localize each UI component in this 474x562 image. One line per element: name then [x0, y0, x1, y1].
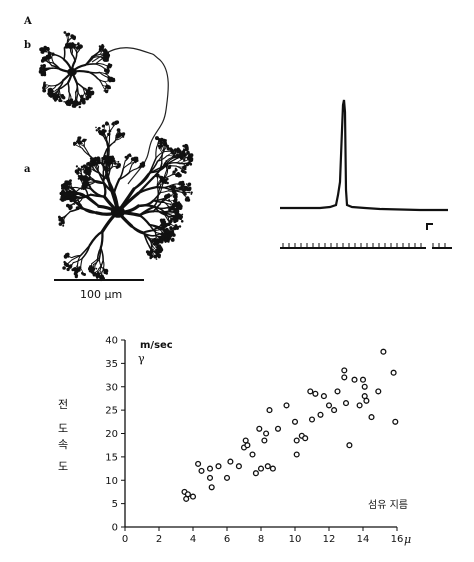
data-point: [261, 437, 268, 444]
y-tick-label: 0: [112, 523, 118, 534]
data-point: [331, 407, 338, 414]
x-axis: 0 2 4 6 8 10 12 14 16: [122, 526, 404, 545]
y-tick-label: 25: [105, 406, 118, 417]
data-point: [283, 402, 290, 409]
data-point: [206, 465, 214, 472]
data-point: [308, 416, 316, 423]
data-point: [351, 376, 358, 383]
calibration-mark: [426, 223, 433, 230]
data-point: [342, 400, 350, 407]
data-point: [368, 414, 375, 421]
data-point: [227, 458, 234, 465]
x-tick-label: 14: [357, 534, 370, 545]
data-point: [198, 467, 205, 474]
y-unit-label: m/sec: [140, 340, 173, 351]
data-point: [184, 491, 191, 498]
data-point: [252, 470, 259, 477]
y-tick-label: 15: [105, 452, 118, 463]
data-point: [325, 402, 333, 409]
data-point: [356, 402, 363, 409]
data-point: [208, 484, 215, 491]
data-point: [317, 411, 324, 418]
scale-bar-label: 100 μm: [80, 288, 122, 301]
data-point: [361, 383, 368, 390]
data-point: [266, 407, 273, 414]
y-tick-label: 20: [105, 429, 118, 440]
y-title-char: 속: [58, 438, 68, 451]
data-point: [341, 367, 348, 374]
small-neuron-b: [38, 31, 116, 109]
data-point: [341, 374, 348, 381]
panel-label-a: a: [24, 164, 31, 175]
y-tick-label: 40: [105, 336, 118, 347]
data-point: [263, 430, 270, 437]
data-point: [359, 376, 367, 383]
data-point: [334, 388, 341, 395]
y-title-char: 전: [58, 398, 68, 411]
data-point: [320, 393, 327, 400]
y-symbol-label: γ: [138, 352, 145, 365]
data-points: [181, 348, 399, 502]
data-point: [307, 388, 314, 395]
y-tick-label: 35: [105, 359, 118, 370]
data-point: [269, 465, 276, 472]
x-tick-label: 0: [122, 534, 128, 545]
data-point: [312, 390, 319, 397]
data-point: [223, 474, 231, 481]
data-point: [363, 397, 370, 404]
spike-trace: [280, 99, 448, 212]
data-point: [380, 348, 387, 355]
data-point: [189, 493, 197, 500]
data-point: [244, 442, 251, 449]
y-title-char: 도: [58, 460, 68, 473]
data-point: [215, 463, 222, 470]
panel-label-A: A: [23, 16, 32, 27]
data-point: [390, 369, 397, 376]
y-title-char: 도: [58, 422, 68, 435]
data-point: [195, 460, 202, 467]
data-point: [375, 388, 382, 395]
data-point: [264, 463, 271, 470]
action-potential-trace: [280, 99, 452, 249]
data-point: [256, 425, 263, 432]
x-tick-label: 2: [156, 534, 162, 545]
scatter-chart: 0 5 10 15 20 25 30 35 40 0 2 4 6 8 10 12 14 16 m/sec γ 전…: [58, 336, 411, 547]
neuron-illustration: A b a 100 μm: [23, 16, 194, 301]
panel-label-b: b: [24, 40, 31, 51]
x-unit-label: μ: [404, 533, 411, 546]
data-point: [293, 437, 300, 444]
data-point: [293, 451, 300, 458]
y-tick-label: 10: [105, 476, 118, 487]
data-point: [274, 425, 282, 432]
data-point: [291, 418, 299, 425]
large-neuron-a: [58, 120, 194, 282]
x-tick-label: 12: [323, 534, 336, 545]
data-point: [257, 465, 265, 472]
x-tick-label: 16: [391, 534, 404, 545]
y-tick-label: 5: [112, 499, 118, 510]
x-tick-label: 6: [224, 534, 230, 545]
data-point: [235, 463, 242, 470]
time-marker-ticks: [282, 243, 446, 248]
x-tick-label: 8: [258, 534, 264, 545]
x-tick-label: 4: [190, 534, 196, 545]
data-point: [249, 451, 256, 458]
data-point: [392, 418, 399, 425]
data-point: [346, 442, 353, 449]
data-point: [206, 474, 214, 481]
x-tick-label: 10: [289, 534, 302, 545]
y-tick-label: 30: [105, 382, 118, 393]
data-point: [302, 435, 309, 442]
x-axis-title: 섬유 지름: [368, 499, 408, 511]
y-axis: 0 5 10 15 20 25 30 35 40: [105, 336, 126, 534]
